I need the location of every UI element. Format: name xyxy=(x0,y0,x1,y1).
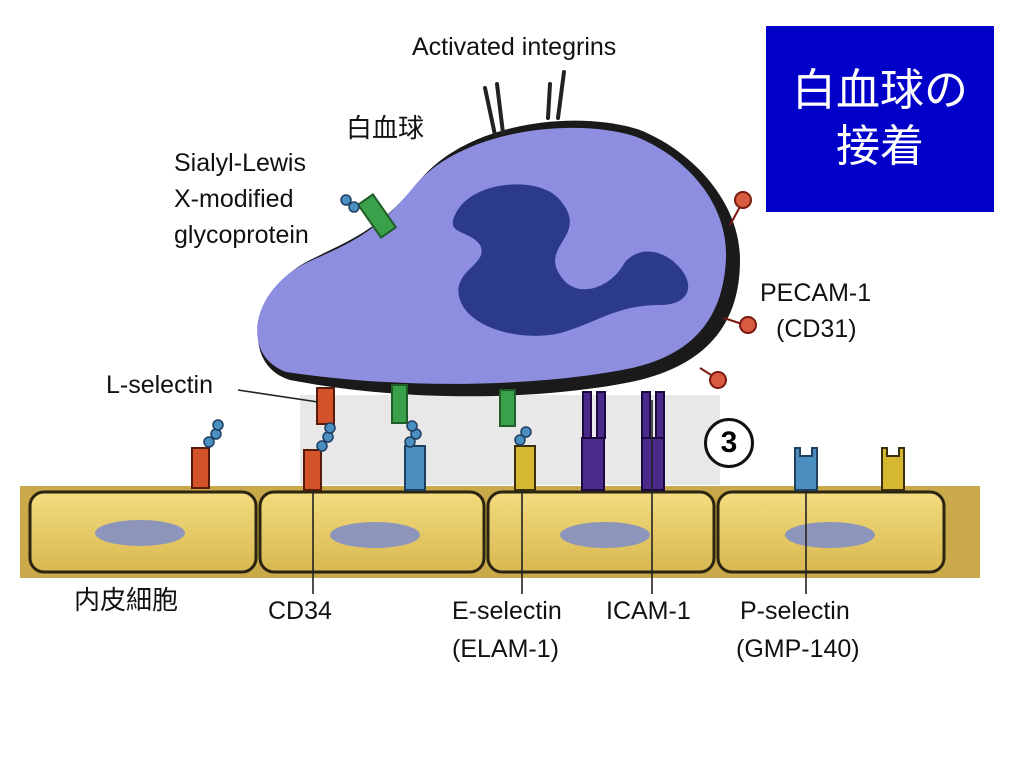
cd34-molecule xyxy=(303,449,322,491)
label-endothelial-cell: 内皮細胞 xyxy=(74,586,179,616)
endothelial-layer xyxy=(20,486,980,578)
cyan-receptor-1 xyxy=(404,445,426,491)
leukocyte-ligand-green-2 xyxy=(499,389,516,427)
endothelial-nucleus-4 xyxy=(785,522,875,548)
label-leukocyte: 白血球 xyxy=(346,114,425,144)
label-l-selectin: L-selectin xyxy=(106,371,213,399)
endothelial-nucleus-2 xyxy=(330,522,420,548)
title-box: 白血球の 接着 xyxy=(766,26,994,212)
title-line-2: 接着 xyxy=(836,121,924,172)
label-cd31: (CD31) xyxy=(776,315,857,343)
label-activated-integrins: Activated integrins xyxy=(412,33,617,61)
leukocyte xyxy=(257,120,740,397)
sialyl-lewis-glycoprotein xyxy=(340,193,398,239)
label-p-selectin: P-selectin xyxy=(740,597,850,625)
label-sialyl-line-1: Sialyl-Lewis xyxy=(174,149,306,177)
leukocyte-ligand-green-1 xyxy=(391,384,408,424)
label-e-selectin: E-selectin xyxy=(452,597,562,625)
label-gmp-140: (GMP-140) xyxy=(736,635,860,663)
icam-1-molecule-1 xyxy=(581,437,605,491)
l-selectin-molecule xyxy=(316,387,335,425)
title-line-1: 白血球の xyxy=(792,65,968,116)
e-selectin-molecule xyxy=(514,445,536,491)
leukocyte-nucleus xyxy=(452,184,689,336)
leader-lines xyxy=(237,389,807,594)
p-selectin-molecule xyxy=(794,447,818,491)
yellow-receptor-2 xyxy=(881,447,905,491)
activated-integrins-top xyxy=(483,70,566,137)
pecam-1-molecules xyxy=(699,191,757,389)
label-elam-1: (ELAM-1) xyxy=(452,635,559,663)
icam-1-molecule-2 xyxy=(641,437,665,491)
label-sialyl-line-3: glycoprotein xyxy=(174,221,309,249)
endothelial-nucleus-3 xyxy=(560,522,650,548)
endothelial-nucleus-1 xyxy=(95,520,185,546)
label-pecam-1: PECAM-1 xyxy=(760,279,872,307)
label-icam-1: ICAM-1 xyxy=(606,597,691,625)
label-cd34: CD34 xyxy=(268,597,332,625)
step-number-badge: 3 xyxy=(704,418,754,468)
endothelial-molecules xyxy=(191,419,905,491)
label-sialyl-line-2: X-modified xyxy=(174,185,294,213)
